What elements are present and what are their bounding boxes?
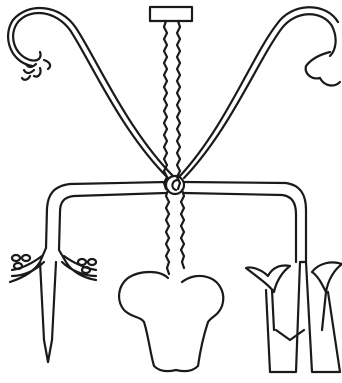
central-stem-lower-right-edge	[181, 190, 184, 268]
left-bud-1	[12, 255, 20, 261]
center-heart-bulb	[119, 272, 223, 371]
left-tendril-sprout	[22, 60, 50, 80]
left-bud-3	[14, 263, 22, 269]
right-bell-flower	[306, 52, 340, 85]
central-stem-left-edge	[164, 21, 167, 189]
top-bar	[150, 7, 192, 21]
right-tendril-outer	[184, 14, 336, 178]
central-stem-lower-left-edge	[166, 190, 169, 274]
right-cups-body	[266, 262, 340, 372]
right-cup-right	[312, 262, 342, 292]
left-bud-2	[22, 255, 30, 261]
left-tendril-outer	[13, 13, 168, 178]
central-knot	[166, 176, 184, 194]
left-bud-6	[82, 267, 90, 273]
branch-left-outer	[46, 182, 166, 248]
left-bud-5	[88, 259, 96, 265]
right-tendril-inner	[180, 7, 338, 176]
central-stem-right-edge	[177, 21, 180, 189]
left-tendril-inner	[8, 8, 173, 176]
branch-left-inner	[59, 193, 166, 250]
right-cup-left	[246, 265, 290, 292]
branch-right-inner	[184, 193, 296, 262]
left-bud-4	[78, 259, 86, 265]
